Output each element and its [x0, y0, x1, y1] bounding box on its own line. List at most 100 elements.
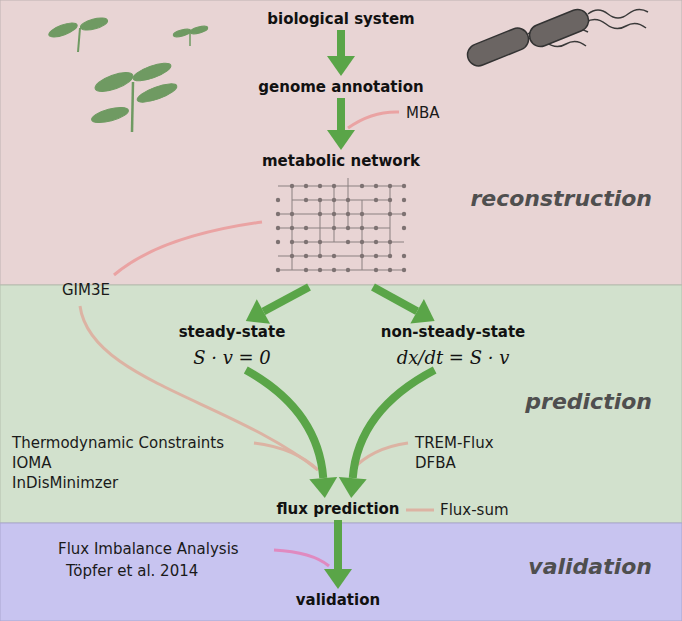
arrowhead — [327, 130, 355, 150]
method-label: Flux-sum — [440, 501, 509, 519]
method-label: Töpfer et al. 2014 — [66, 562, 198, 580]
stage-band: reconstruction biological system genome an… — [0, 0, 682, 285]
bacteria-illustration — [464, 6, 648, 69]
network-node — [276, 226, 280, 230]
network-node — [360, 240, 364, 244]
network-illustration — [276, 178, 406, 272]
step-label: metabolic network — [261, 152, 421, 170]
arrow-shaft — [263, 287, 309, 312]
network-node — [304, 184, 308, 188]
arrow-shaft — [373, 287, 417, 311]
network-edge — [348, 178, 349, 228]
step-label: flux prediction — [272, 500, 404, 518]
formula: dx/dt = S · v — [377, 347, 530, 368]
network-node — [346, 268, 350, 272]
step-node: genome annotation — [254, 78, 428, 96]
network-node — [318, 184, 322, 188]
network-node — [304, 226, 308, 230]
network-node — [402, 254, 406, 258]
flow-arrow — [373, 287, 435, 324]
network-node — [276, 240, 280, 244]
network-node — [290, 212, 294, 216]
arrow-shaft — [246, 370, 323, 478]
step-label: steady-state — [175, 323, 290, 341]
network-node — [332, 226, 336, 230]
network-node — [388, 240, 392, 244]
network-node — [402, 226, 406, 230]
method-label: Flux Imbalance Analysis — [58, 540, 239, 558]
arrow-shaft — [334, 520, 342, 569]
network-node — [332, 212, 336, 216]
flow-arrow — [327, 98, 355, 150]
network-node — [290, 240, 294, 244]
method-label: MBA — [406, 104, 440, 122]
network-node — [276, 268, 280, 272]
network-node — [276, 198, 280, 202]
plant-illustration — [47, 16, 208, 132]
network-node — [374, 184, 378, 188]
network-node — [346, 198, 350, 202]
network-edge — [278, 186, 404, 187]
network-node — [318, 254, 322, 258]
flow-arrow — [324, 520, 352, 589]
network-node — [318, 268, 322, 272]
network-node — [304, 240, 308, 244]
band-ground — [0, 285, 682, 523]
network-edge — [278, 214, 404, 215]
leader-line — [114, 222, 262, 275]
network-edge — [320, 200, 321, 256]
formula: S · v = 0 — [175, 347, 290, 368]
leader-line — [348, 112, 399, 128]
method-label: GIM3E — [62, 281, 110, 299]
arrow-shaft — [337, 98, 345, 130]
network-node — [402, 212, 406, 216]
method-label: TREM-Flux — [415, 434, 494, 452]
network-node — [374, 240, 378, 244]
arrow-shaft — [337, 30, 345, 56]
network-node — [388, 198, 392, 202]
method-label: IOMA — [12, 454, 51, 472]
network-edge — [278, 270, 404, 271]
network-node — [374, 198, 378, 202]
arrowhead — [324, 569, 352, 589]
network-node — [332, 184, 336, 188]
method-label: InDisMinimzer — [12, 474, 118, 492]
arrowhead — [327, 56, 355, 76]
step-node: biological system — [263, 10, 419, 28]
step-node: validation — [292, 591, 385, 609]
network-node — [346, 240, 350, 244]
stage-label: reconstruction — [470, 186, 652, 211]
network-node — [290, 184, 294, 188]
arrowhead — [309, 477, 337, 498]
network-edge — [362, 200, 363, 270]
network-node — [346, 212, 350, 216]
network-node — [388, 268, 392, 272]
network-node — [360, 212, 364, 216]
network-node — [332, 254, 336, 258]
network-node — [360, 184, 364, 188]
network-node — [304, 254, 308, 258]
flow-arrow — [327, 30, 355, 76]
network-edge — [390, 186, 391, 256]
network-node — [304, 198, 308, 202]
flow-arrow — [246, 287, 309, 324]
step-label: non-steady-state — [377, 323, 530, 341]
band-ground — [0, 0, 682, 285]
step-label: validation — [292, 591, 385, 609]
network-node — [388, 254, 392, 258]
step-node: metabolic network — [261, 152, 421, 285]
method-label: Thermodynamic Constraints — [12, 434, 224, 452]
stage-label: validation — [528, 554, 652, 579]
network-node — [402, 268, 406, 272]
step-label: genome annotation — [254, 78, 428, 96]
arrowhead — [339, 477, 367, 498]
network-node — [374, 226, 378, 230]
network-node — [332, 198, 336, 202]
network-node — [318, 240, 322, 244]
network-node — [290, 254, 294, 258]
network-node — [374, 268, 378, 272]
leader-line — [274, 550, 329, 566]
network-node — [388, 184, 392, 188]
step-label: biological system — [263, 10, 419, 28]
